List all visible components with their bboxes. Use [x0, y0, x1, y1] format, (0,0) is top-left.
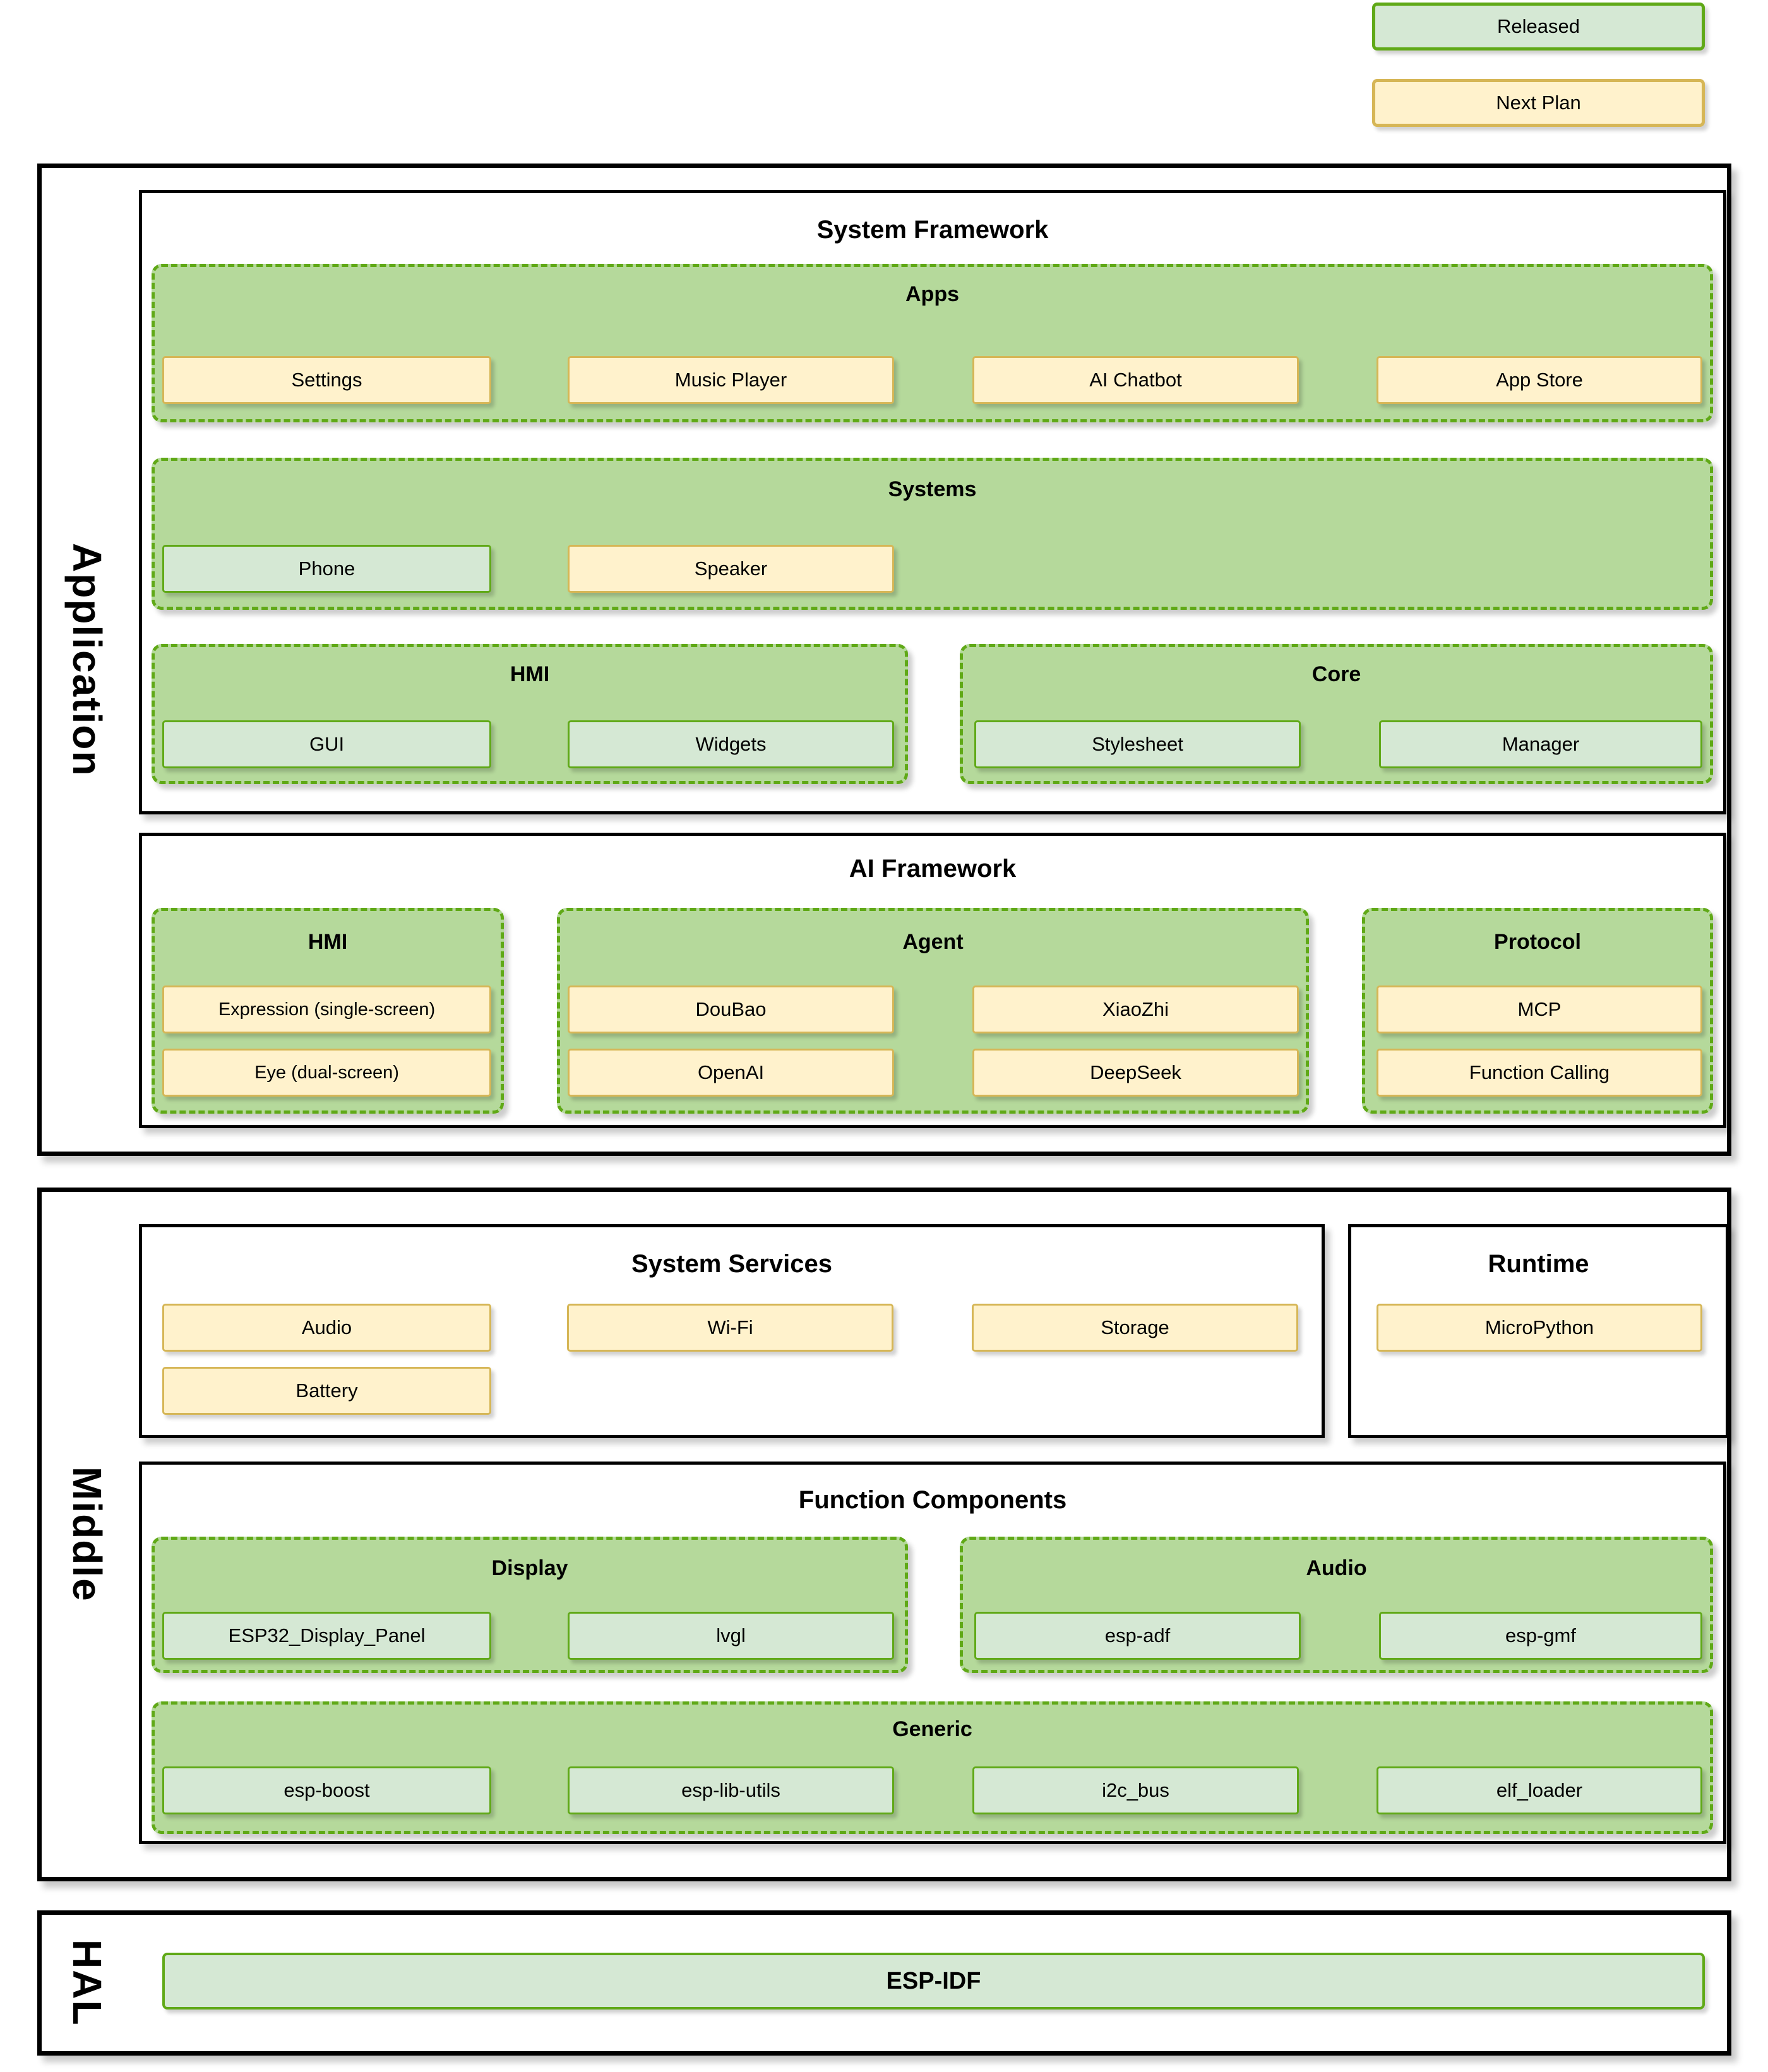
layer-label-middle: Middle: [64, 1467, 110, 1602]
item-openai: OpenAI: [568, 1049, 894, 1097]
item-mcp: MCP: [1377, 985, 1702, 1033]
item-function-calling: Function Calling: [1377, 1049, 1702, 1097]
item-app-store: App Store: [1377, 356, 1702, 404]
item-xiaozhi: XiaoZhi: [972, 985, 1299, 1033]
item-esp32-display-panel: ESP32_Display_Panel: [162, 1612, 491, 1660]
item-deepseek: DeepSeek: [972, 1049, 1299, 1097]
layer-middle: Middle System Services Audio Wi-Fi Stora…: [37, 1188, 1731, 1881]
group-agent: Agent DouBao XiaoZhi OpenAI DeepSeek: [557, 908, 1309, 1114]
item-ai-chatbot: AI Chatbot: [972, 356, 1299, 404]
group-title-apps: Apps: [905, 282, 959, 306]
item-elf-loader: elf_loader: [1377, 1766, 1702, 1814]
item-lvgl: lvgl: [568, 1612, 894, 1660]
section-function-components: Function Components Display ESP32_Displa…: [139, 1462, 1726, 1844]
item-battery-service: Battery: [162, 1367, 491, 1415]
group-hmi: HMI GUI Widgets: [152, 644, 908, 784]
item-esp-gmf: esp-gmf: [1379, 1612, 1702, 1660]
item-speaker: Speaker: [568, 545, 894, 593]
item-esp-lib-utils: esp-lib-utils: [568, 1766, 894, 1814]
group-protocol: Protocol MCP Function Calling: [1362, 908, 1713, 1114]
layer-hal: HAL ESP-IDF: [37, 1910, 1731, 2056]
group-display: Display ESP32_Display_Panel lvgl: [152, 1537, 908, 1673]
group-core: Core Stylesheet Manager: [960, 644, 1713, 784]
item-gui: GUI: [162, 720, 491, 768]
legend-next-plan: Next Plan: [1372, 79, 1705, 127]
item-esp-boost: esp-boost: [162, 1766, 491, 1814]
group-apps: Apps Settings Music Player AI Chatbot Ap…: [152, 264, 1713, 422]
item-micropython: MicroPython: [1377, 1304, 1702, 1352]
group-title-display: Display: [491, 1556, 568, 1580]
section-runtime: Runtime MicroPython: [1348, 1224, 1729, 1438]
item-widgets: Widgets: [568, 720, 894, 768]
section-title-system-framework: System Framework: [816, 216, 1049, 244]
item-wifi-service: Wi-Fi: [567, 1304, 893, 1352]
group-ai-hmi: HMI Expression (single-screen) Eye (dual…: [152, 908, 504, 1114]
group-title-systems: Systems: [888, 477, 977, 501]
group-systems: Systems Phone Speaker: [152, 458, 1713, 610]
item-esp-idf: ESP-IDF: [162, 1953, 1705, 2009]
item-i2c-bus: i2c_bus: [972, 1766, 1299, 1814]
item-manager: Manager: [1379, 720, 1702, 768]
item-esp-adf: esp-adf: [974, 1612, 1301, 1660]
section-system-framework: System Framework Apps Settings Music Pla…: [139, 190, 1726, 814]
group-title-generic: Generic: [892, 1717, 972, 1741]
group-title-protocol: Protocol: [1494, 930, 1581, 954]
item-storage-service: Storage: [972, 1304, 1298, 1352]
section-title-system-services: System Services: [631, 1250, 832, 1278]
layer-application: Application System Framework Apps Settin…: [37, 164, 1731, 1156]
item-expression-single-screen: Expression (single-screen): [162, 985, 491, 1033]
group-fc-audio: Audio esp-adf esp-gmf: [960, 1537, 1713, 1673]
item-music-player: Music Player: [568, 356, 894, 404]
layer-label-application: Application: [64, 542, 110, 777]
section-title-runtime: Runtime: [1488, 1250, 1589, 1278]
item-doubao: DouBao: [568, 985, 894, 1033]
group-generic: Generic esp-boost esp-lib-utils i2c_bus …: [152, 1701, 1713, 1834]
item-settings: Settings: [162, 356, 491, 404]
item-audio-service: Audio: [162, 1304, 491, 1352]
group-title-fc-audio: Audio: [1306, 1556, 1367, 1580]
section-ai-framework: AI Framework HMI Expression (single-scre…: [139, 833, 1726, 1128]
group-title-hmi: HMI: [510, 662, 550, 686]
section-title-ai-framework: AI Framework: [849, 855, 1017, 883]
item-stylesheet: Stylesheet: [974, 720, 1301, 768]
group-title-ai-hmi: HMI: [308, 930, 348, 954]
section-title-function-components: Function Components: [798, 1486, 1067, 1514]
legend-released: Released: [1372, 3, 1705, 51]
group-title-agent: Agent: [902, 930, 964, 954]
layer-label-hal: HAL: [64, 1939, 110, 2027]
section-system-services: System Services Audio Wi-Fi Storage Batt…: [139, 1224, 1325, 1438]
item-eye-dual-screen: Eye (dual-screen): [162, 1049, 491, 1097]
group-title-core: Core: [1311, 662, 1361, 686]
item-phone: Phone: [162, 545, 491, 593]
